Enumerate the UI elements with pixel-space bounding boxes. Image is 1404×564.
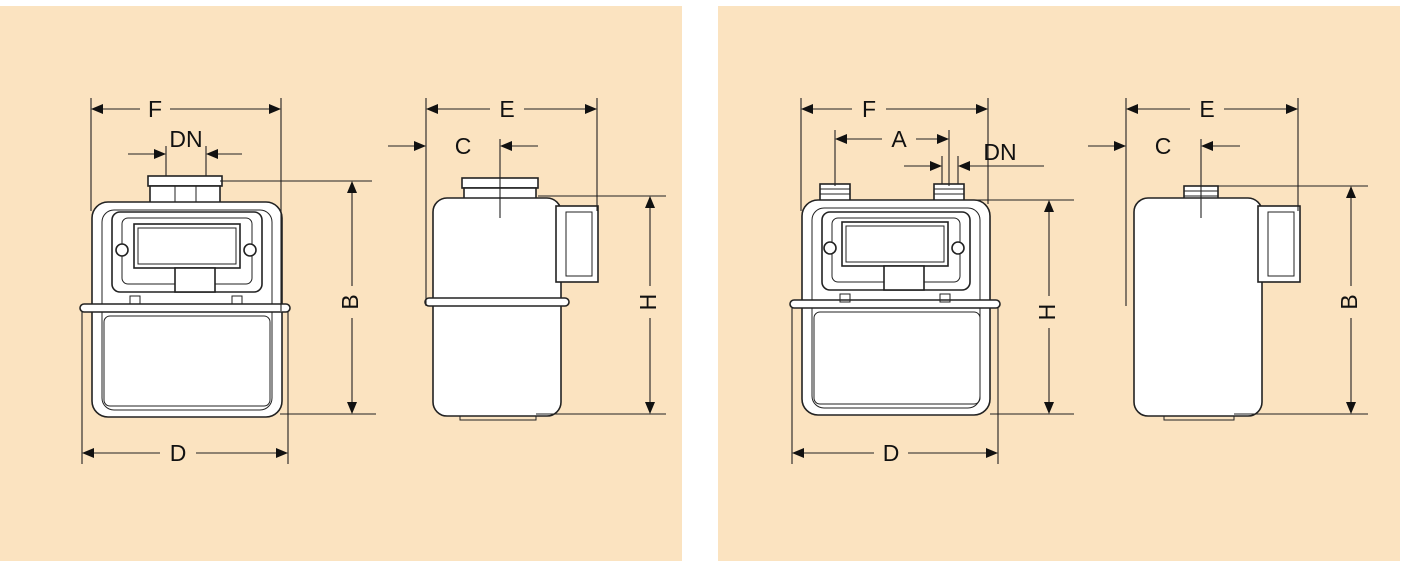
side-outlet [555, 205, 599, 283]
meter-band [79, 303, 291, 313]
side-view-meter [424, 177, 599, 421]
label-B: B [337, 294, 363, 309]
label-D: D [883, 440, 900, 466]
label-D: D [170, 440, 187, 466]
dimension-DN: DN [904, 139, 1044, 184]
label-H: H [1034, 304, 1060, 321]
seal-tab [883, 265, 925, 291]
dimension-A: A [834, 126, 950, 186]
meter-band [789, 299, 1001, 309]
dimension-H: H [536, 195, 666, 415]
screw-right [243, 243, 257, 257]
dimension-C: C [1088, 133, 1240, 218]
label-C: C [1155, 133, 1172, 159]
label-A: A [891, 126, 907, 152]
dimension-B: B [1218, 185, 1368, 415]
screw-left [823, 241, 837, 255]
left-dimension-panel: F DN B D E [0, 6, 682, 561]
side-body [432, 197, 562, 417]
label-F: F [862, 96, 876, 122]
side-outlet [1257, 205, 1301, 283]
dimension-H: H [964, 199, 1074, 415]
side-body [1133, 197, 1263, 417]
label-B: B [1336, 294, 1362, 309]
front-view-meter [79, 175, 291, 418]
front-view-meter [789, 183, 1001, 416]
label-DN: DN [169, 126, 202, 152]
counter-window [841, 221, 949, 267]
seal-tab [174, 267, 216, 293]
label-DN: DN [983, 139, 1016, 165]
label-E: E [499, 96, 514, 122]
dimension-F: F [90, 96, 282, 311]
dimension-D: D [81, 312, 289, 466]
dimension-F: F [800, 96, 989, 211]
dimension-E: E [1125, 96, 1299, 306]
label-E: E [1199, 96, 1214, 122]
screw-right [951, 241, 965, 255]
label-H: H [635, 294, 661, 311]
dimension-B: B [220, 180, 376, 415]
dimension-D: D [791, 308, 999, 466]
dimension-C: C [388, 133, 538, 218]
dimension-E: E [425, 96, 598, 306]
label-F: F [148, 96, 162, 122]
right-drawing: F A DN H D [718, 6, 1400, 561]
screw-left [115, 243, 129, 257]
dimension-DN: DN [128, 126, 242, 176]
right-dimension-panel: F A DN H D [718, 6, 1400, 561]
connector-nut-top [147, 175, 223, 187]
counter-window [133, 223, 241, 269]
left-drawing: F DN B D E [0, 6, 682, 561]
label-C: C [455, 133, 472, 159]
side-band [424, 297, 570, 307]
